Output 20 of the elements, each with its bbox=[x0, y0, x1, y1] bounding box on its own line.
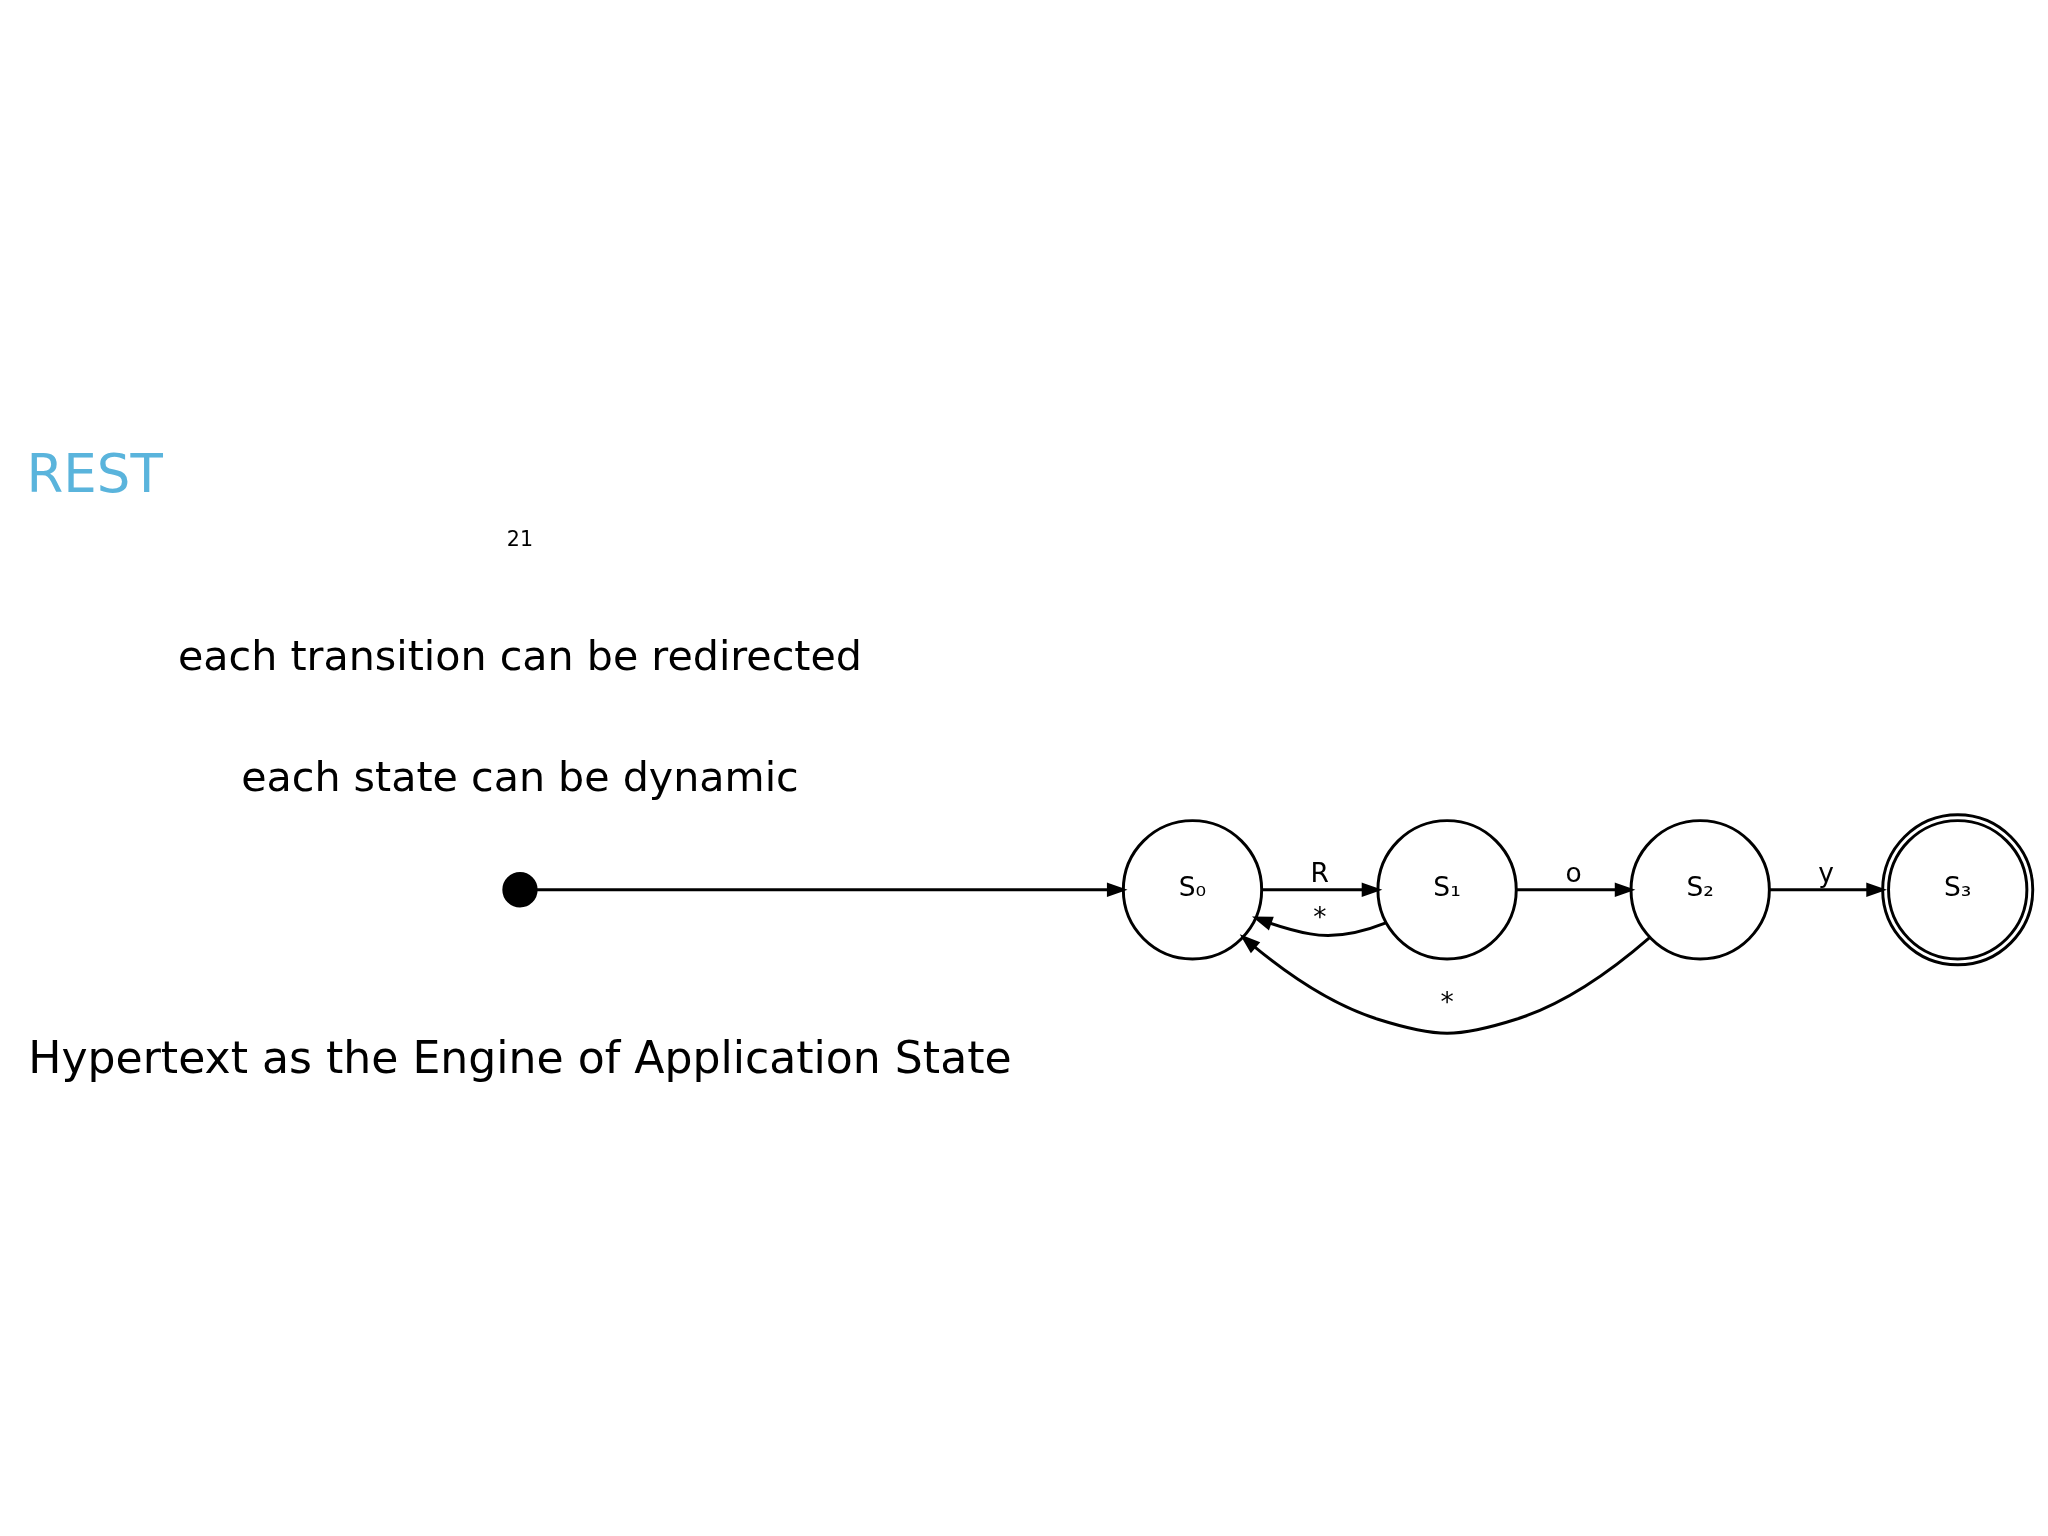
label: Hypertext as the Engine of Application State bbox=[28, 1031, 1012, 1083]
arrow bbox=[1516, 882, 1636, 897]
label: 21 bbox=[506, 527, 534, 552]
label: each transition can be redirected bbox=[177, 632, 862, 681]
node-circle: S₁ bbox=[1376, 819, 1518, 961]
edge-label: R bbox=[1310, 856, 1329, 888]
arrow bbox=[1251, 916, 1387, 937]
node-circle: S₃ bbox=[1881, 813, 2035, 967]
label: each state can be dynamic bbox=[241, 753, 799, 802]
edge-label: * bbox=[1440, 986, 1454, 1018]
edge-label: * bbox=[1313, 900, 1327, 932]
arrow bbox=[1769, 882, 1887, 897]
node-circle bbox=[502, 872, 538, 908]
node-circle: S₂ bbox=[1629, 819, 1771, 961]
edge-label: o bbox=[1565, 856, 1582, 888]
arrow bbox=[536, 882, 1128, 897]
edge-label: y bbox=[1818, 856, 1834, 888]
diagram-title: REST bbox=[26, 443, 163, 505]
arrow bbox=[1239, 934, 1651, 1035]
arrow bbox=[1262, 882, 1383, 897]
